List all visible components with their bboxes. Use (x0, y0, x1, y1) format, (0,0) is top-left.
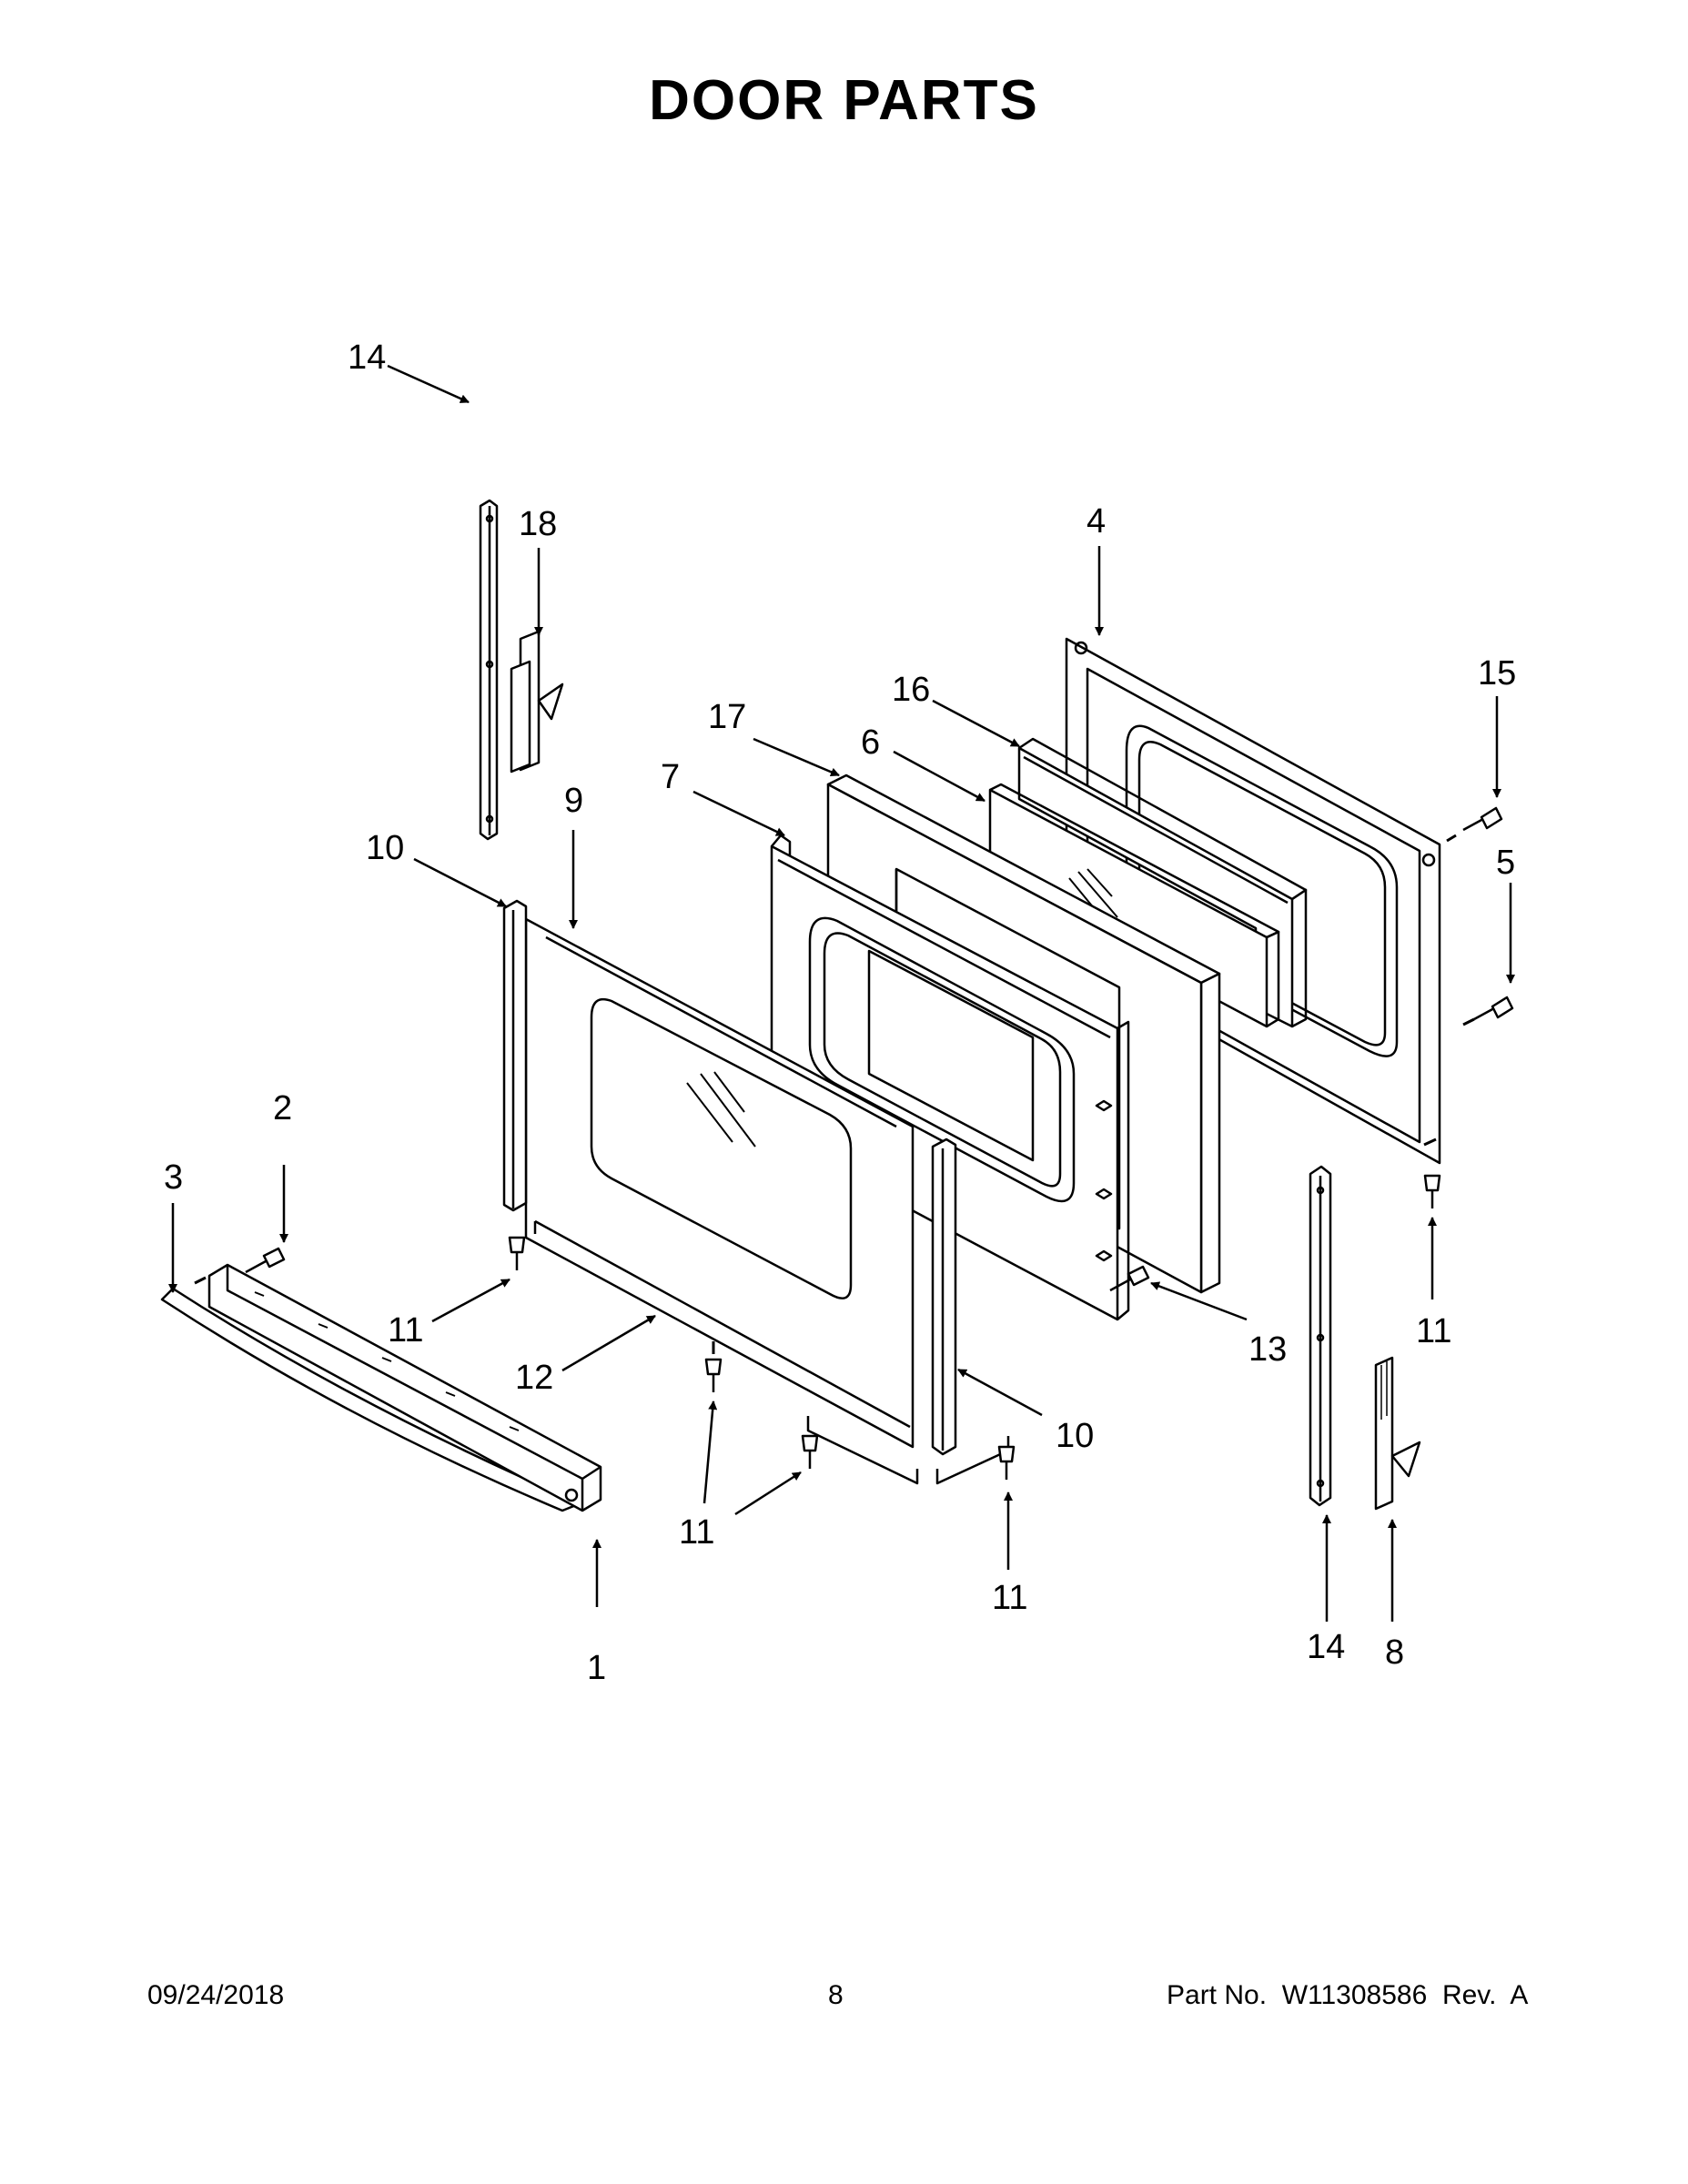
door-bottom-trim (533, 1219, 911, 1429)
callout-1: 1 (587, 1649, 606, 1687)
screw-11-right (1423, 1174, 1441, 1208)
callout-10-right: 10 (1056, 1417, 1094, 1455)
screw-11-bottom-right (997, 1445, 1016, 1480)
footer-date: 09/24/2018 (147, 1980, 285, 2010)
bottom-bracket-right (935, 1436, 1010, 1485)
left-side-trim (502, 899, 528, 1212)
leader-arrows (168, 364, 1515, 1622)
callout-16: 16 (892, 671, 930, 709)
callout-9: 9 (564, 782, 583, 820)
screw-11-mid (704, 1358, 723, 1392)
screw-13 (1109, 1265, 1150, 1292)
callout-11-mid: 11 (679, 1513, 714, 1552)
hinge-channel-right (1309, 1165, 1332, 1507)
glass-assembly (1017, 737, 1308, 1028)
callout-17: 17 (708, 698, 746, 736)
callout-11-left: 11 (388, 1311, 423, 1350)
door-liner (770, 834, 1130, 1321)
callout-11-right: 11 (1416, 1312, 1451, 1350)
callout-12: 12 (515, 1359, 553, 1397)
screw-11-left (508, 1236, 526, 1270)
callout-14-bottom: 14 (1307, 1628, 1345, 1666)
screw-11-bracket (801, 1434, 819, 1469)
callout-14-top: 14 (348, 339, 386, 377)
callout-15: 15 (1478, 654, 1516, 693)
footer-part-number: Part No. W11308586 Rev. A (1167, 1980, 1529, 2010)
screw-5 (1473, 996, 1514, 1021)
callout-8: 8 (1385, 1633, 1404, 1672)
callout-18: 18 (519, 505, 557, 543)
hinge-channel-left (479, 499, 499, 841)
hinge-right (1374, 1356, 1421, 1511)
callout-3: 3 (164, 1158, 183, 1197)
callout-4: 4 (1087, 502, 1106, 541)
hinge-left (510, 630, 564, 774)
callout-13: 13 (1248, 1330, 1287, 1369)
right-side-trim (931, 1138, 957, 1456)
callout-2: 2 (273, 1089, 292, 1127)
page-title: DOOR PARTS (649, 69, 1039, 132)
callout-10-left: 10 (366, 829, 404, 867)
footer-page-number: 8 (828, 1980, 844, 2010)
screw-2 (245, 1247, 286, 1274)
callout-6: 6 (861, 723, 880, 762)
callout-11-bottom: 11 (992, 1579, 1027, 1617)
door-handle (160, 1263, 602, 1512)
callout-labels: 14 18 4 15 16 17 6 7 9 10 5 2 3 11 12 13… (164, 339, 1516, 1687)
callout-5: 5 (1496, 844, 1515, 882)
callout-7: 7 (661, 758, 680, 796)
screw-15 (1462, 806, 1503, 832)
bottom-bracket-left (806, 1416, 919, 1485)
